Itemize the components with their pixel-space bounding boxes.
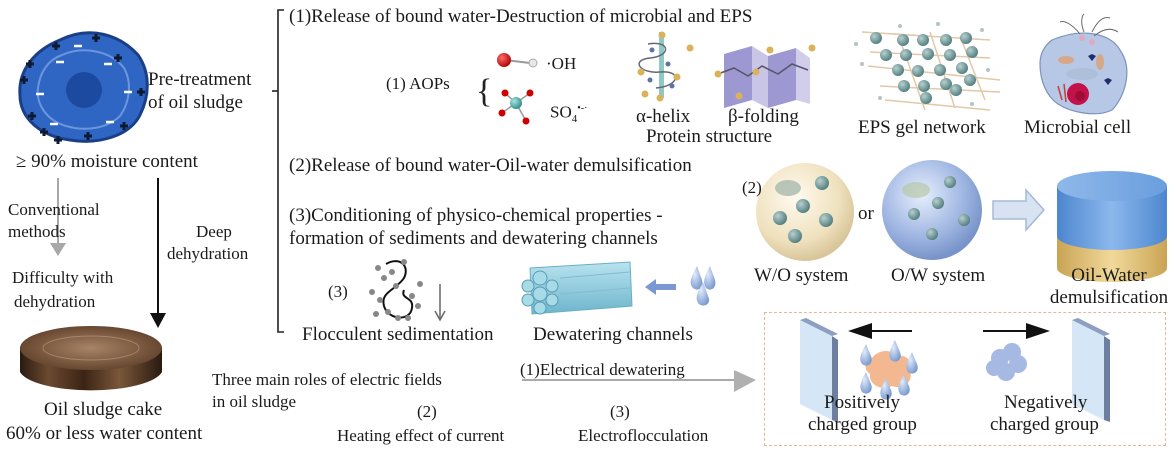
aops-brace: { [476,73,492,110]
sulfate-subscript: 4 [571,113,578,126]
sulfate-superscript: •-· [577,103,588,114]
oil-sludge-cake-icon [20,326,162,391]
role2-number: (2) [417,402,437,421]
negative-group-label-line1: Negatively [1004,392,1088,413]
item3-title-line1: (3)Conditioning of physico-chemical prop… [289,205,663,226]
electrode-plate-left-icon [800,318,838,422]
pretreatment-bracket [272,9,284,333]
deep-dehydration-arrow [150,178,166,328]
ow-system-icon [882,160,982,260]
deep-dehydration-line2: dehydration [167,244,249,263]
moisture-content-label: ≥ 90% moisture content [16,151,198,172]
negative-group-icon [986,343,1027,381]
demulsification-label-line2: demulsification [1049,287,1169,308]
water-drops-icon [690,266,716,306]
pretreatment-label-line1: Pre-treatment [148,69,252,90]
conventional-arrow [50,178,66,256]
item3-marker: (3) [328,282,348,301]
electrical-dewatering-box [764,312,1166,446]
eps-gel-network-icon [854,22,1001,111]
beta-folding-label: β-folding [728,106,799,127]
sludge-particle-icon [18,31,149,144]
deep-dehydration-line1: Deep [196,222,232,241]
hydroxyl-molecule-icon [497,53,538,68]
item1-title: (1)Release of bound water-Destruction of… [289,6,753,27]
positive-group-icon [860,340,918,400]
difficulty-label-line2: dehydration [14,292,96,311]
or-label: or [858,203,874,224]
oil-sludge-cake-label: Oil sludge cake [44,399,163,420]
channel-flow-arrow [645,279,676,295]
dewatering-channels-icon [521,261,633,315]
eps-gel-network-label: EPS gel network [858,117,986,138]
wo-system-icon [756,163,854,261]
pretreatment-label-line2: of oil sludge [148,92,243,113]
electric-roles-title-line1: Three main roles of electric fields [212,370,442,389]
item3-title-line2: formation of sediments and dewatering ch… [289,228,658,249]
ow-system-label: O/W system [891,265,986,286]
conventional-methods-line1: Conventional [8,200,100,219]
wo-system-label: W/O system [754,265,849,286]
aops-label: (1) AOPs [386,74,450,93]
hydroxyl-label: ·OH [546,54,577,73]
cake-water-content-label: 60% or less water content [6,423,203,444]
negative-group-label-line2: charged group [990,414,1099,435]
role3-electroflocculation: Electroflocculation [578,426,709,445]
protein-structure-label: Protein structure [646,126,773,147]
difficulty-label-line1: Difficulty with [12,268,114,287]
conventional-methods-line2: methods [8,222,66,241]
electric-field-arrow [522,370,756,392]
electrode-plate-right-icon [1072,318,1110,422]
demulsification-label-line1: Oil-Water [1071,265,1147,286]
sulfate-molecule-icon [498,89,534,125]
flocculent-sedimentation-label: Flocculent sedimentation [302,324,494,345]
left-migration-arrow [848,323,912,339]
beta-folding-icon [714,44,816,108]
dewatering-channels-label: Dewatering channels [533,324,693,345]
sulfate-formula: SO [550,102,572,122]
microbial-cell-icon [1039,13,1128,115]
right-migration-arrow [983,323,1050,339]
role2-heating-effect: Heating effect of current [337,426,505,445]
positive-group-label-line1: Positively [824,392,901,413]
positive-group-label-line2: charged group [808,414,917,435]
flocculent-icon [369,259,446,322]
role3-number: (3) [610,402,630,421]
item2-title: (2)Release of bound water-Oil-water demu… [289,155,692,176]
role1-electrical-dewatering: (1)Electrical dewatering [520,360,685,379]
oil-water-demulsification-icon [1057,171,1167,282]
demulsification-arrow [992,188,1046,232]
electric-roles-title-line2: in oil sludge [212,392,297,411]
item2-marker: (2) [742,178,762,197]
alpha-helix-icon [637,31,694,102]
microbial-cell-label: Microbial cell [1024,117,1132,138]
alpha-helix-label: α-helix [636,106,691,127]
sulfate-label: SO4•-· [550,99,587,129]
